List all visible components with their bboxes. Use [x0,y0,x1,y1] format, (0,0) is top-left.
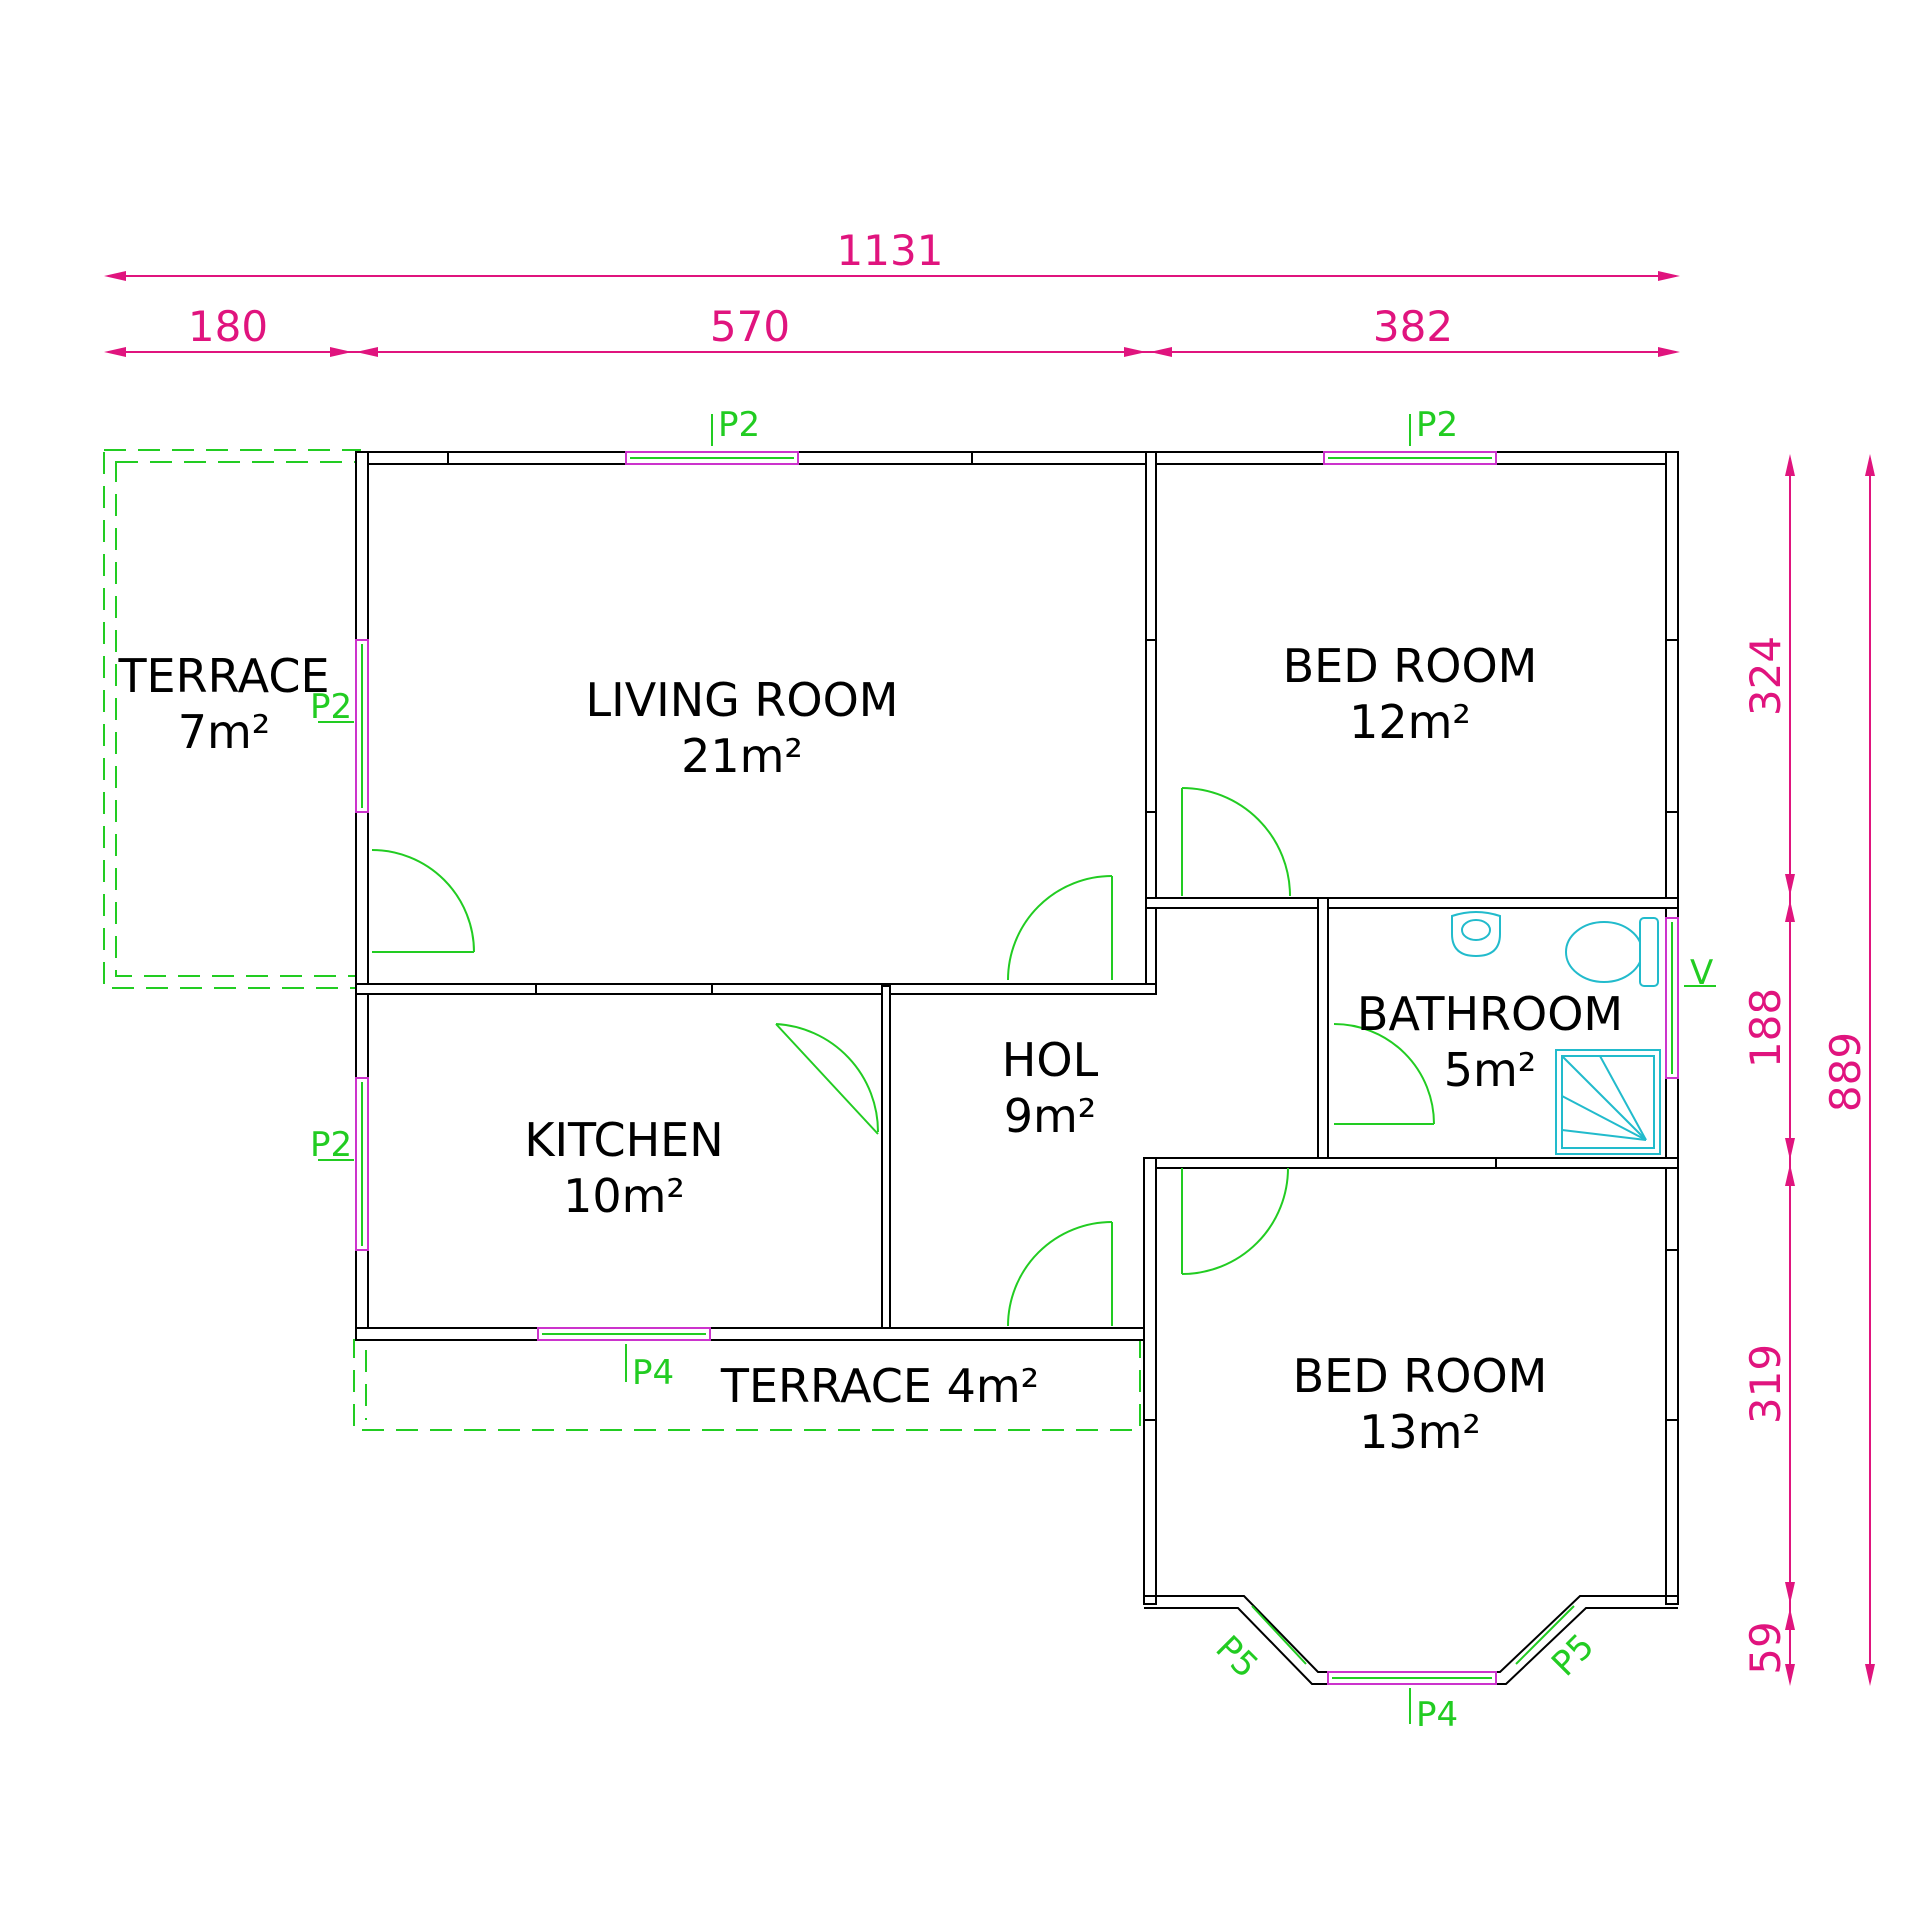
shower-line [1561,1055,1647,1141]
dim-right-4: 59 [1741,1621,1790,1674]
dim-seg-3: 382 [1373,302,1453,351]
wall-living-bed [1145,451,1157,991]
arrow-icon [1658,271,1680,281]
wall-kitchen-south [355,1327,1153,1341]
door-kitchen-swing [775,1023,880,1133]
terrace-west-area: 7m² [178,705,271,759]
tag-bay-south: P4 [1416,1695,1458,1735]
window-bay-right [1515,1605,1575,1665]
arrow-icon [1658,347,1680,357]
sink-basin-icon [1461,919,1491,941]
bathroom-name: BATHROOM [1357,987,1623,1041]
arrow-icon [1785,874,1795,896]
living-room-name: LIVING ROOM [586,673,899,727]
wall-bed-bath [1145,897,1679,909]
shower-line [1561,1129,1647,1141]
bath-fixtures [1451,911,1661,1155]
wall-bath-west [1317,897,1329,1167]
dim-right-2: 188 [1741,988,1790,1068]
doors [371,787,1435,1327]
wall-bed-south-west [1143,1157,1157,1605]
door-living-swing [1007,875,1113,981]
arrow-icon [1785,1164,1795,1186]
shower-line [1561,1095,1647,1141]
arrow-icon [1785,1664,1795,1686]
tag-bed-top: P2 [1416,405,1458,445]
terrace-west-inner [115,461,361,977]
room-labels: TERRACE 7m² LIVING ROOM 21m² BED ROOM 12… [117,639,1623,1459]
arrow-icon [1785,454,1795,476]
living-room-area: 21m² [681,729,803,783]
dim-right-3: 319 [1741,1344,1790,1424]
dim-total-width: 1131 [837,226,944,275]
arrow-icon [1124,347,1146,357]
arrow-icon [1785,1608,1795,1630]
wall-bath-south [1145,1157,1679,1169]
tag-living-top: P2 [718,405,760,445]
kitchen-name: KITCHEN [524,1113,723,1167]
arrow-icon [356,347,378,357]
toilet-tank-icon [1639,917,1659,987]
tag-bay-right: P5 [1544,1626,1602,1684]
arrow-icon [1785,900,1795,922]
dim-right-1: 324 [1741,636,1790,716]
arrow-icon [1785,1582,1795,1604]
bed-room-south-area: 13m² [1359,1405,1481,1459]
tag-kitchen-south: P4 [632,1353,674,1393]
door-kitchen-leaf [775,1023,879,1135]
door-bed-north-swing [1181,787,1291,897]
arrow-icon [104,271,126,281]
window-bay-left [1251,1605,1307,1665]
bed-room-south-name: BED ROOM [1293,1349,1548,1403]
arrow-icon [1150,347,1172,357]
hol-name: HOL [1002,1033,1099,1087]
top-dimensions: 1131 180 570 382 [104,226,1680,357]
arrow-icon [1865,1664,1875,1686]
door-terrace-south-swing [1007,1221,1113,1327]
dim-seg-1: 180 [188,302,268,351]
arrow-icon [1865,454,1875,476]
toilet-icon [1565,921,1643,983]
kitchen-area: 10m² [563,1169,685,1223]
dim-seg-2: 570 [710,302,790,351]
wall-kitchen-hol [881,985,891,1337]
right-dimensions: 324 188 319 59 889 [1741,454,1875,1686]
terraces [103,449,1141,1431]
door-bath-swing [1333,1023,1435,1125]
terrace-south-name: TERRACE 4m² [720,1359,1039,1413]
terrace-west-name: TERRACE [117,649,329,703]
tag-kitchen-west: P2 [310,1125,352,1165]
bed-room-north-name: BED ROOM [1283,639,1538,693]
bathroom-area: 5m² [1444,1043,1537,1097]
wall-living-kitchen [355,983,1157,995]
arrow-icon [104,347,126,357]
shower-line [1599,1055,1647,1141]
dim-total-height: 889 [1821,1032,1870,1112]
door-terrace-swing [371,849,475,953]
tag-bay-left: P5 [1208,1628,1266,1686]
windows [355,451,1679,1685]
bed-room-north-area: 12m² [1349,695,1471,749]
door-bed-south-swing [1181,1167,1289,1275]
arrow-icon [1785,1138,1795,1160]
hol-area: 9m² [1004,1089,1097,1143]
tag-bath-vent: V [1690,953,1713,993]
arrow-icon [330,347,352,357]
tag-living-west: P2 [310,687,352,727]
